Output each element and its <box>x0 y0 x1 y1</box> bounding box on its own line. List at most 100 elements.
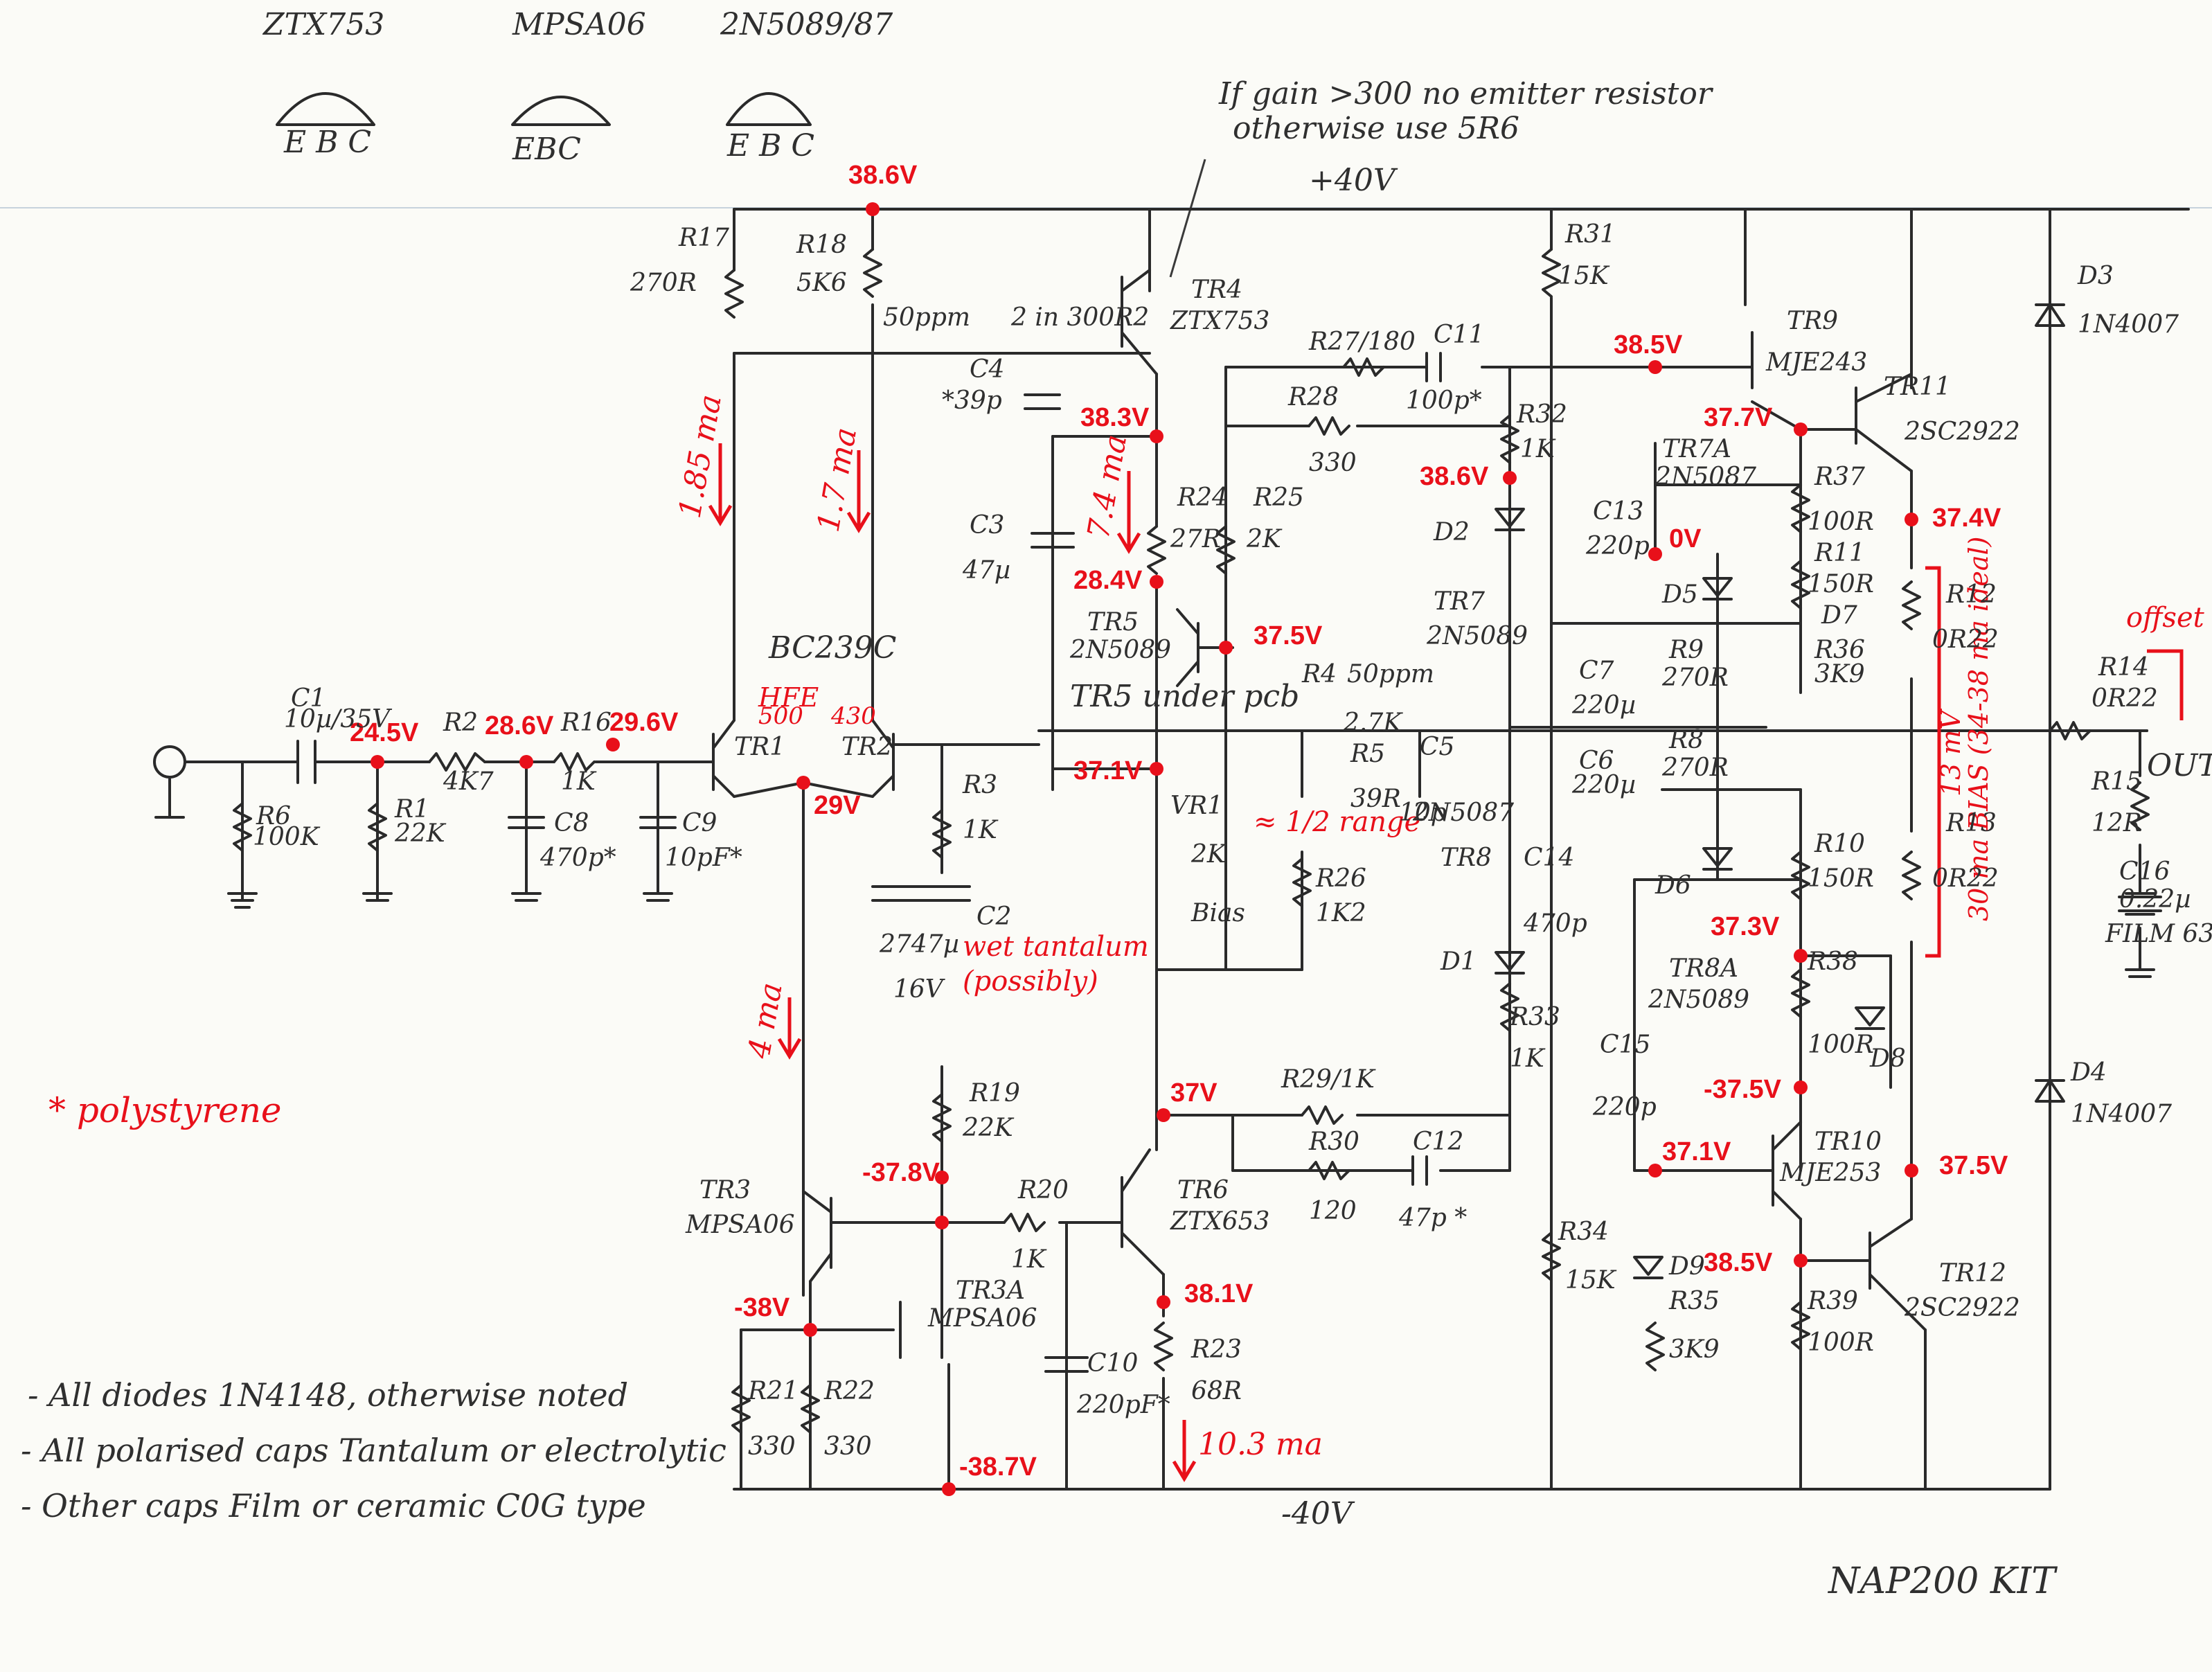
c13-label: C13 <box>1593 497 1643 526</box>
r34-label: R34 <box>1558 1218 1609 1246</box>
r20-label: R20 <box>1017 1176 1069 1204</box>
c4-label: C4 <box>970 355 1004 384</box>
c12-label: C12 <box>1413 1128 1463 1156</box>
r20-value: 1K <box>1011 1245 1047 1274</box>
r37-label: R37 <box>1814 463 1865 491</box>
bias-note: 30 ma BIAS (34-38 ma ideal) <box>1963 536 1994 921</box>
hfe-label: HFE <box>758 682 819 713</box>
tr1-label: TR1 <box>734 733 785 761</box>
r15-value: 12R <box>2091 809 2142 837</box>
pinout-diagrams <box>276 92 812 126</box>
voltage-label: 24.5V <box>350 718 419 747</box>
tr2-label: TR2 <box>841 733 893 761</box>
r12-value: 0R22 <box>1932 625 1999 654</box>
tr10-part: MJE253 <box>1779 1159 1881 1187</box>
d4-value: 1N4007 <box>2071 1100 2172 1128</box>
tr3a-part: MPSA06 <box>927 1304 1037 1333</box>
r21-label: R21 <box>747 1377 799 1405</box>
r35-label: R35 <box>1668 1287 1720 1315</box>
voltage-label: 38.3V <box>1080 403 1150 432</box>
footnote-1: - All diodes 1N4148, otherwise noted <box>28 1376 628 1414</box>
gain-note-line2: otherwise use 5R6 <box>1233 111 1519 146</box>
current-label: 7.4 ma <box>1081 432 1134 541</box>
r15-label: R15 <box>2091 767 2142 796</box>
component-labels: C1 10µ/35V R6 100K R1 22K R2 4K7 R16 1K … <box>253 220 2212 1461</box>
voltage-label: 29V <box>814 791 861 820</box>
tr7-part: 2N5089 <box>1426 622 1528 650</box>
pinout-part-1: ZTX753 <box>262 7 384 42</box>
r14-label: R14 <box>2098 653 2149 682</box>
r25-label: R25 <box>1253 483 1304 512</box>
ppm-note: 50ppm <box>883 303 970 332</box>
c14-value: 470p <box>1523 909 1587 938</box>
c10-label: C10 <box>1087 1349 1138 1378</box>
tr9-part: MJE243 <box>1765 348 1867 377</box>
r28-label: R28 <box>1287 383 1339 411</box>
r13-label: R13 <box>1945 809 1997 837</box>
footnote-2: - All polarised caps Tantalum or electro… <box>21 1432 726 1469</box>
voltage-label: 37.3V <box>1711 912 1780 941</box>
r33-value: 1K <box>1510 1044 1546 1073</box>
d4-label: D4 <box>2070 1058 2107 1087</box>
r4-value: 2.7K <box>1343 709 1403 737</box>
r4-label: R4 <box>1301 660 1337 688</box>
c3-value: 47µ <box>962 556 1010 585</box>
c2-note-2: (possibly) <box>963 966 1098 997</box>
bc239c-label: BC239C <box>768 630 896 666</box>
voltage-label: 28.6V <box>485 711 554 740</box>
r9-value: 270R <box>1661 664 1729 692</box>
d3-value: 1N4007 <box>2078 310 2179 339</box>
tr7-label: TR7 <box>1434 587 1485 616</box>
offset-note: offset <box>2126 602 2205 634</box>
tr12-part: 2SC2922 <box>1904 1294 2020 1322</box>
voltage-label: 37.1V <box>1662 1137 1731 1166</box>
c7-value: 220µ <box>1571 691 1636 720</box>
c16-label: C16 <box>2119 857 2170 886</box>
tr6-label: TR6 <box>1177 1176 1229 1204</box>
tr4-part: ZTX753 <box>1170 307 1269 335</box>
r19-value: 22K <box>962 1114 1015 1142</box>
out-label: OUT <box>2147 748 2212 783</box>
r34-value: 15K <box>1565 1266 1617 1295</box>
tr8a-label: TR8A <box>1669 954 1738 983</box>
r23-label: R23 <box>1190 1335 1242 1364</box>
tr5-label: TR5 <box>1087 608 1139 637</box>
d1-label: D1 <box>1440 948 1477 976</box>
gain-note-line1: If gain >300 no emitter resistor <box>1218 76 1714 112</box>
c13-value: 220p <box>1585 532 1650 560</box>
vr1-bias: Bias <box>1190 899 1245 927</box>
c9-value: 10pF* <box>665 844 742 872</box>
r38-label: R38 <box>1807 948 1858 976</box>
hfe-tr2: 430 <box>830 702 876 730</box>
voltage-label: 37.5V <box>1254 621 1323 650</box>
current-label: 1.7 ma <box>811 425 864 534</box>
r31-label: R31 <box>1564 220 1616 249</box>
c6-label: C6 <box>1579 747 1614 775</box>
vr1-label: VR1 <box>1170 792 1223 820</box>
r31-value: 15K <box>1558 262 1610 290</box>
c11-value: 100p* <box>1406 386 1482 415</box>
r27-label: R27/180 <box>1308 328 1416 356</box>
r11-value: 150R <box>1808 570 1874 598</box>
current-arrows <box>708 443 2184 1482</box>
polystyrene-note: * polystyrene <box>48 1090 282 1130</box>
c10-value: 220pF* <box>1076 1391 1170 1419</box>
r14-value: 0R22 <box>2091 684 2158 713</box>
tr3a-label: TR3A <box>956 1277 1025 1305</box>
r11-label: R11 <box>1814 539 1865 567</box>
vr1-value: 2K <box>1190 840 1227 869</box>
pinout-pins-2: EBC <box>512 132 581 167</box>
r12-label: R12 <box>1945 580 1997 609</box>
r22-label: R22 <box>823 1377 875 1405</box>
pinout-part-2: MPSA06 <box>512 7 646 42</box>
r16-value: 1K <box>561 767 597 796</box>
r24-label: R24 <box>1177 483 1228 512</box>
r39-label: R39 <box>1807 1287 1858 1315</box>
c1-label: C1 <box>291 684 325 713</box>
c8-value: 470p* <box>539 844 616 872</box>
d2-label: D2 <box>1433 518 1470 546</box>
measurement-dots <box>371 202 1918 1496</box>
r33-label: R33 <box>1509 1003 1560 1031</box>
tr5-part: 2N5089 <box>1069 636 1171 664</box>
